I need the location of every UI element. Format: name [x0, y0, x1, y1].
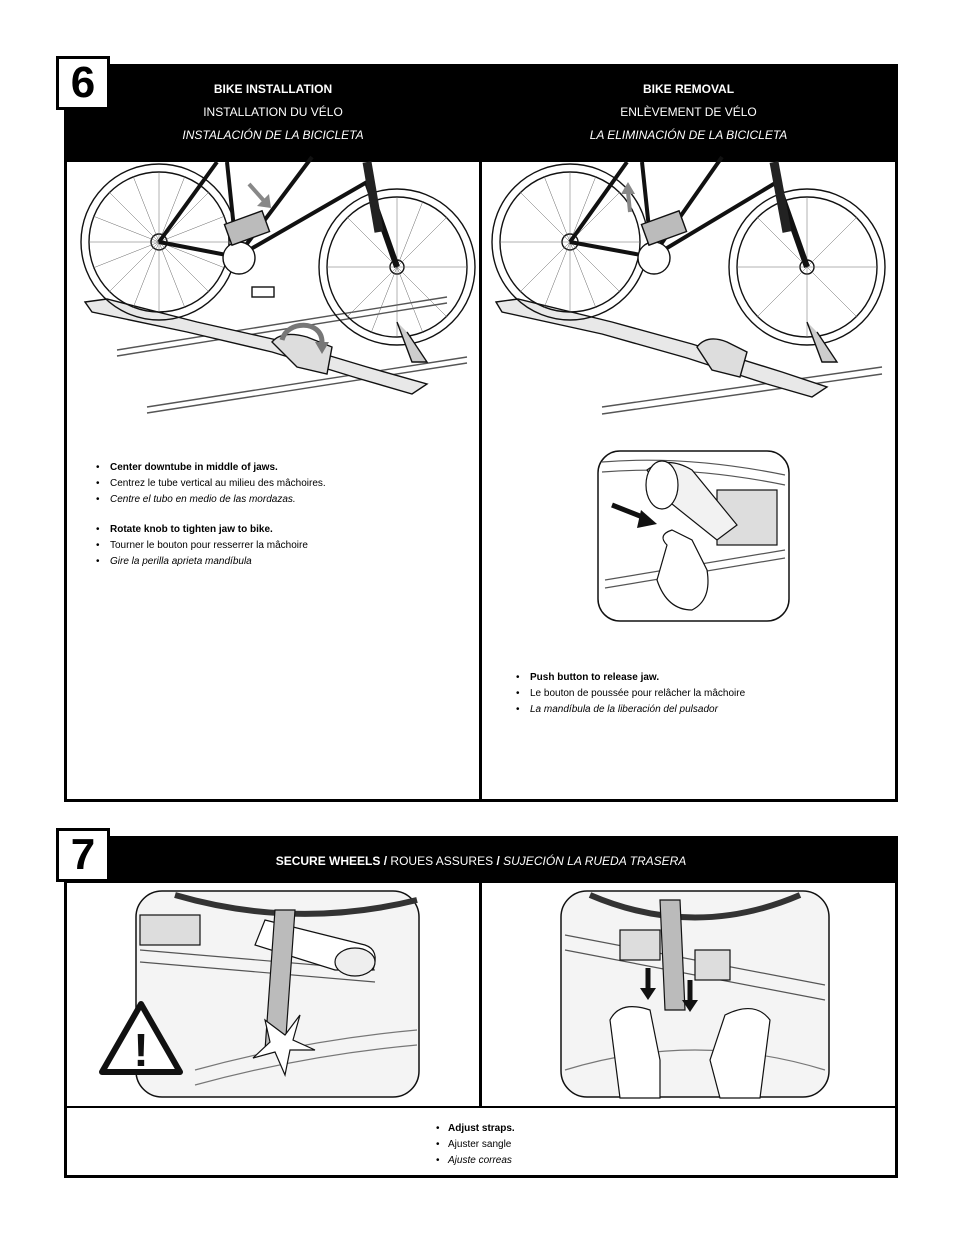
secure-wheels-instructions: • Adjust straps. • Ajuster sangle • Ajuste … — [436, 1121, 636, 1169]
secure-wheels-header: SECURE WHEELS / ROUES ASSURES / SUJECIÓN… — [67, 839, 895, 883]
installation-title-en: BIKE INSTALLATION — [213, 82, 333, 96]
bullet: • — [516, 704, 520, 715]
instruction-1-es: Centre el tubo en medio de las mordazas. — [110, 494, 296, 505]
bullet: • — [96, 556, 100, 567]
warning-exclamation: ! — [133, 1024, 148, 1076]
step7-row-divider — [67, 1106, 895, 1108]
bullet: • — [96, 540, 100, 551]
bullet: • — [516, 688, 520, 699]
bullet: • — [96, 478, 100, 489]
removal-instructions: • Push button to release jaw. • Le bouton … — [516, 670, 886, 718]
instruction-2-en: Rotate knob to tighten jaw to bike. — [110, 524, 273, 535]
bike-installation-illustration — [80, 155, 476, 414]
title-separator: / — [383, 854, 388, 868]
bullet: • — [436, 1123, 440, 1134]
secure-wheels-title-en: SECURE WHEELS — [275, 854, 381, 868]
step7-number: 7 — [56, 828, 110, 882]
installation-title-es: INSTALACIÓN DE LA BICICLETA — [182, 128, 364, 142]
strap-tightening-illustration — [135, 890, 420, 1098]
instruction-1-en: Center downtube in middle of jaws. — [110, 462, 278, 473]
straps-instruction-en: Adjust straps. — [448, 1123, 515, 1134]
removal-title-fr: ENLÈVEMENT DE VÉLO — [620, 105, 757, 119]
warning-triangle-icon: ! — [99, 1001, 183, 1076]
straps-instruction-es: Ajuste correas — [448, 1155, 512, 1166]
instruction-1-fr: Centrez le tube vertical au milieu des m… — [110, 478, 326, 489]
instruction-2-es: Gire la perilla aprieta mandíbula — [110, 556, 252, 567]
bullet: • — [96, 524, 100, 535]
bullet: • — [436, 1155, 440, 1166]
step7-column-divider — [479, 883, 482, 1107]
bike-removal-illustration — [491, 155, 886, 415]
secure-wheels-title-es: SUJECIÓN LA RUEDA TRASERA — [503, 854, 687, 868]
release-button-detail-illustration — [597, 450, 790, 622]
removal-instruction-es: La mandíbula de la liberación del pulsad… — [530, 704, 718, 715]
installation-title-fr: INSTALLATION DU VÉLO — [203, 105, 343, 119]
removal-title-en: BIKE REMOVAL — [642, 82, 735, 96]
secure-wheels-title-fr: ROUES ASSURES — [390, 854, 494, 868]
bullet: • — [436, 1139, 440, 1150]
installation-header: BIKE INSTALLATION INSTALLATION DU VÉLO I… — [67, 67, 479, 162]
removal-header: BIKE REMOVAL ENLÈVEMENT DE VÉLO LA ELIMI… — [482, 67, 895, 162]
instruction-2-fr: Tourner le bouton pour resserrer la mâch… — [110, 540, 308, 551]
title-separator: / — [496, 854, 500, 868]
step6-number: 6 — [56, 56, 110, 110]
removal-title-es: LA ELIMINACIÓN DE LA BICICLETA — [589, 128, 788, 142]
bullet: • — [516, 672, 520, 683]
strap-pulling-illustration — [560, 890, 830, 1099]
step6-column-divider — [479, 64, 482, 802]
removal-instruction-en: Push button to release jaw. — [530, 672, 660, 683]
installation-instructions: • Center downtube in middle of jaws. • Cen… — [96, 460, 466, 570]
straps-instruction-fr: Ajuster sangle — [448, 1139, 512, 1150]
removal-instruction-fr: Le bouton de poussée pour relâcher la mâ… — [530, 688, 746, 699]
bullet: • — [96, 494, 100, 505]
bullet: • — [96, 462, 100, 473]
